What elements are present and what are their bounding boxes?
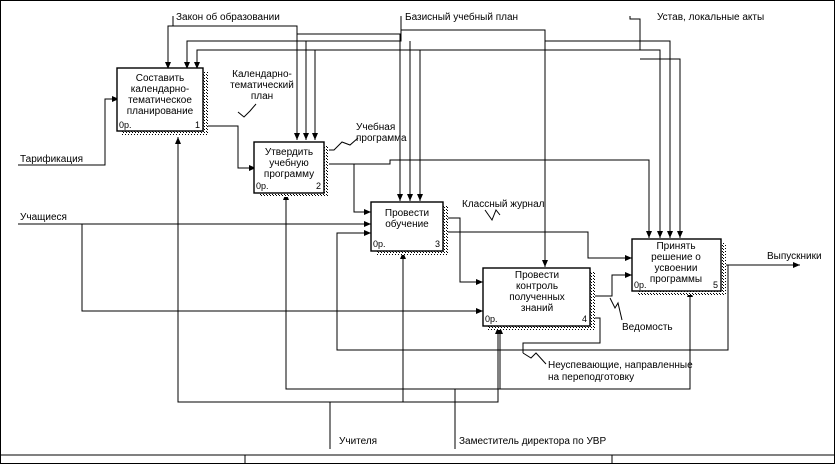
- activity-box-4[interactable]: Провести контроль полученных знаний 0р. …: [482, 267, 595, 330]
- box-2-line-3: программу: [264, 169, 314, 180]
- box-4-line-4: знаний: [521, 303, 553, 314]
- label-uchebnaya-1: Учебная: [356, 121, 395, 133]
- label-uchitelya: Учителя: [339, 436, 377, 447]
- box-4-line-1: Провести: [515, 270, 559, 281]
- label-kalendarny-3: план: [251, 91, 273, 102]
- box-2-cost: 0р.: [256, 181, 269, 191]
- box-5-line-2: решение о: [651, 252, 701, 263]
- box-1-number: 1: [195, 120, 200, 130]
- box-4-cost: 0р.: [485, 314, 498, 324]
- activity-box-2[interactable]: Утвердить учебную программу 0р. 2: [253, 141, 329, 197]
- label-neuspev-2: на переподготовку: [548, 372, 634, 383]
- label-uchashchiesya: Учащиеся: [20, 212, 67, 223]
- arrow-uchebnaya-programma: [326, 159, 652, 238]
- label-kalendarny-2: тематический: [230, 80, 294, 91]
- arrow-kalendarny-plan: [203, 125, 256, 171]
- box-1-line-3: тематическое: [128, 95, 192, 106]
- box-1-line-2: календарно-: [131, 84, 189, 95]
- squiggle: [326, 137, 359, 151]
- label-neuspev-1: Неуспевающие, направленные: [548, 360, 693, 371]
- box-3-cost: 0р.: [373, 239, 386, 249]
- box-1-line-4: планирование: [127, 106, 194, 117]
- activity-box-3[interactable]: Провести обучение 0р. 3: [370, 201, 448, 255]
- arrow-ustav: [194, 16, 683, 238]
- activity-box-1[interactable]: Составить календарно- тематическое плани…: [116, 67, 208, 135]
- label-vedomost: Ведомость: [622, 322, 673, 333]
- arrow-bazisny: [184, 16, 673, 267]
- box-5-cost: 0р.: [634, 280, 647, 290]
- arrow-tarifikatsiya: [18, 96, 119, 166]
- label-uchebnaya-2: программа: [356, 133, 407, 144]
- box-5-line-3: усвоении: [655, 263, 698, 274]
- arrow-vedomost: [590, 272, 632, 297]
- activity-box-5[interactable]: Принять решение о усвоении программы 0р.…: [631, 238, 726, 295]
- squiggle: [522, 352, 547, 365]
- arrow-zakon: [165, 16, 403, 201]
- arrow-neuspevayushchie: [522, 317, 601, 353]
- arrow-klassny-zhurnal: [443, 217, 632, 285]
- box-4-line-2: контроль: [516, 281, 558, 292]
- box-1-cost: 0р.: [119, 120, 132, 130]
- squiggle: [484, 209, 501, 222]
- squiggle: [609, 297, 623, 321]
- box-5-line-1: Принять: [656, 241, 695, 252]
- label-ustav: Устав, локальные акты: [657, 12, 764, 23]
- squiggle: [237, 103, 257, 118]
- label-bazisny: Базисный учебный план: [405, 11, 518, 23]
- arrow-zamestitel: [283, 193, 693, 449]
- box-3-line-1: Провести: [385, 208, 429, 219]
- box-4-number: 4: [582, 314, 587, 324]
- box-2-number: 2: [316, 181, 321, 191]
- box-2-line-2: учебную: [269, 157, 309, 169]
- box-2-line-1: Утвердить: [265, 147, 313, 158]
- label-klassny: Классный журнал: [462, 199, 545, 210]
- box-3-number: 3: [435, 239, 440, 249]
- label-zakon: Закон об образовании: [176, 11, 280, 23]
- label-kalendarny-1: Календарно-: [232, 69, 292, 80]
- arrow-uchashchiesya: [18, 221, 483, 314]
- label-vypuskniki: Выпускники: [767, 251, 822, 262]
- label-tarifikatsiya: Тарификация: [20, 153, 83, 165]
- box-3-line-2: обучение: [385, 218, 429, 230]
- arrow-uchitelya: [175, 137, 501, 449]
- label-zamestitel: Заместитель директора по УВР: [459, 436, 606, 447]
- box-5-number: 5: [713, 280, 718, 290]
- box-4-line-3: полученных: [509, 292, 565, 303]
- box-1-line-1: Составить: [136, 73, 185, 84]
- box-5-line-4: программы: [650, 274, 702, 285]
- arrow-feedback: [336, 230, 729, 351]
